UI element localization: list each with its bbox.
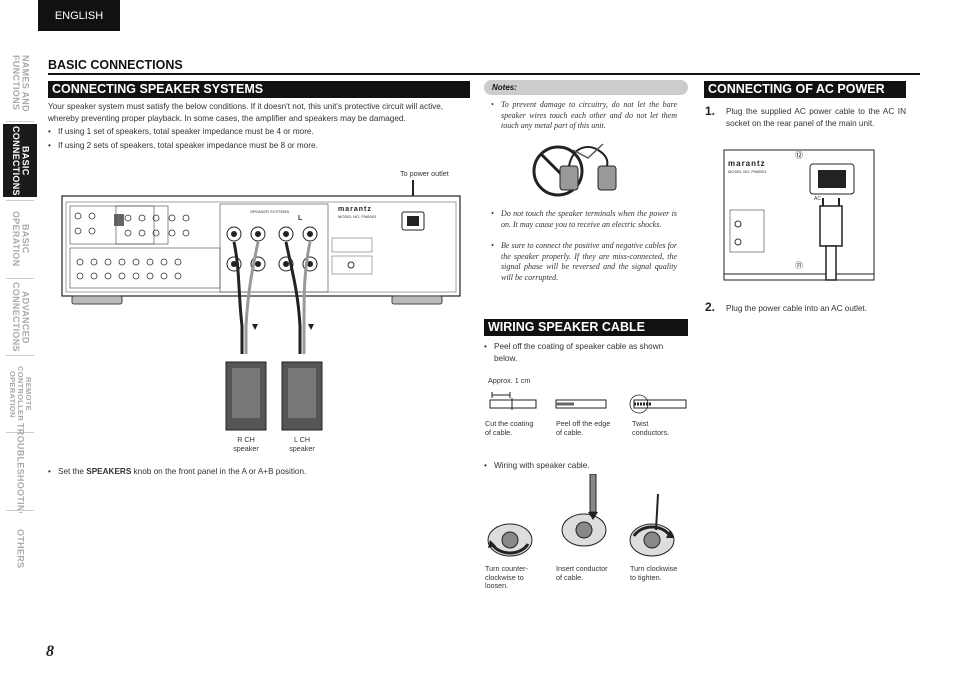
ac-label: AC	[814, 196, 821, 202]
step-turn-clockwise: Turn clockwise to tighten.	[630, 564, 678, 582]
divider	[6, 510, 34, 511]
svg-text:SPEAKER SYSTEMS: SPEAKER SYSTEMS	[250, 209, 289, 214]
l-ch-speaker-label: L CH speaker	[289, 435, 315, 453]
svg-text:⑪: ⑪	[795, 261, 803, 270]
callout-12: ⑫	[795, 151, 803, 160]
model-label: MODEL NO. PM8003	[338, 214, 377, 219]
step-1-number: 1.	[705, 104, 716, 118]
side-tab-names-and-functions[interactable]: NAMES AND FUNCTIONS	[3, 47, 37, 119]
divider	[6, 278, 34, 279]
power-outlet-label: To power outlet	[400, 169, 449, 178]
speaker-intro: Your speaker system must satisfy the bel…	[48, 102, 444, 123]
step-2-text: Plug the power cable into an AC outlet.	[726, 304, 868, 313]
step-1-text: Plug the supplied AC power cable to the …	[726, 107, 906, 128]
step-insert-conductor: Insert conductor of cable.	[556, 564, 608, 582]
language-tab[interactable]: ENGLISH	[38, 0, 120, 31]
note-item-1: To prevent damage to circuitry, do not l…	[491, 100, 677, 132]
divider	[6, 200, 34, 201]
side-tab-others[interactable]: OTHERS	[3, 513, 37, 585]
speaker-condition-2: If using 2 sets of speakers, total speak…	[48, 140, 468, 152]
cable-stripping-diagram	[489, 392, 687, 414]
speaker-condition-1: If using 1 set of speakers, total speake…	[48, 126, 468, 138]
section-rule	[48, 73, 920, 75]
side-tab-label: BASIC CONNECTIONS	[11, 125, 31, 196]
side-tab-basic-operation[interactable]: BASIC OPERATION	[3, 203, 37, 275]
no-wire-contact-icon	[532, 143, 617, 197]
heading-speaker-systems: CONNECTING SPEAKER SYSTEMS	[48, 81, 470, 98]
side-tab-label: OTHERS	[15, 529, 26, 569]
note-item-2: Do not touch the speaker terminals when …	[491, 209, 677, 230]
section-label: BASIC CONNECTIONS	[48, 58, 183, 72]
side-tab-label: NAMES AND FUNCTIONS	[11, 54, 31, 112]
step-2-number: 2.	[705, 300, 716, 314]
side-tab-label: ADVANCED CONNECTIONS	[11, 282, 31, 352]
side-tab-label: REMOTE CONTROLLER OPERATION	[8, 366, 33, 422]
step-cut-coating: Cut the coating of cable.	[485, 419, 534, 437]
notes-title: Notes:	[484, 80, 688, 95]
r-ch-speaker-label: R CH speaker	[233, 435, 259, 453]
amplifier-rear-panel-diagram: SPEAKER SYSTEMS L marantz MODEL NO. PM80…	[61, 180, 461, 431]
svg-text:L: L	[298, 215, 303, 222]
side-tab-label: BASIC OPERATION	[11, 211, 31, 267]
note-item-3: Be sure to connect the positive and nega…	[491, 241, 677, 283]
heading-ac-power-cable: CONNECTING OF AC POWER CABLE	[704, 81, 906, 111]
terminal-tightening-diagram	[487, 474, 675, 557]
divider	[6, 355, 34, 356]
side-tab-remote-controller-operation[interactable]: REMOTE CONTROLLER OPERATION	[3, 358, 37, 430]
brand-label: marantz	[728, 159, 766, 168]
step-twist-conductors: Twist conductors.	[632, 419, 670, 437]
wiring-peel-instruction: Peel off the coating of speaker cable as…	[484, 341, 688, 364]
speakers-knob-note: Set the SPEAKERS knob on the front panel…	[48, 466, 458, 478]
side-tab-label: TROUBLESHOOTING	[15, 423, 26, 519]
step-turn-counterclockwise: Turn counter- clockwise to loosen.	[485, 564, 528, 590]
ac-inlet-diagram: marantz MODEL NO. PM8003 ⑫ AC ⑪	[723, 149, 875, 281]
side-tab-advanced-connections[interactable]: ADVANCED CONNECTIONS	[3, 281, 37, 353]
heading-wiring-speaker-cable: WIRING SPEAKER CABLE	[484, 319, 688, 336]
wiring-with-cable-instruction: Wiring with speaker cable.	[484, 460, 688, 472]
svg-text:MODEL NO. PM8003: MODEL NO. PM8003	[728, 169, 767, 174]
divider	[6, 432, 34, 433]
approx-length-label: Approx. 1 cm	[488, 376, 531, 385]
side-tab-basic-connections[interactable]: BASIC CONNECTIONS	[3, 124, 37, 197]
side-tab-troubleshooting[interactable]: TROUBLESHOOTING	[3, 423, 37, 519]
brand-label: marantz	[338, 206, 372, 213]
step-peel-edge: Peel off the edge of cable.	[556, 419, 611, 437]
divider	[6, 121, 34, 122]
page-number: 8	[46, 643, 54, 660]
